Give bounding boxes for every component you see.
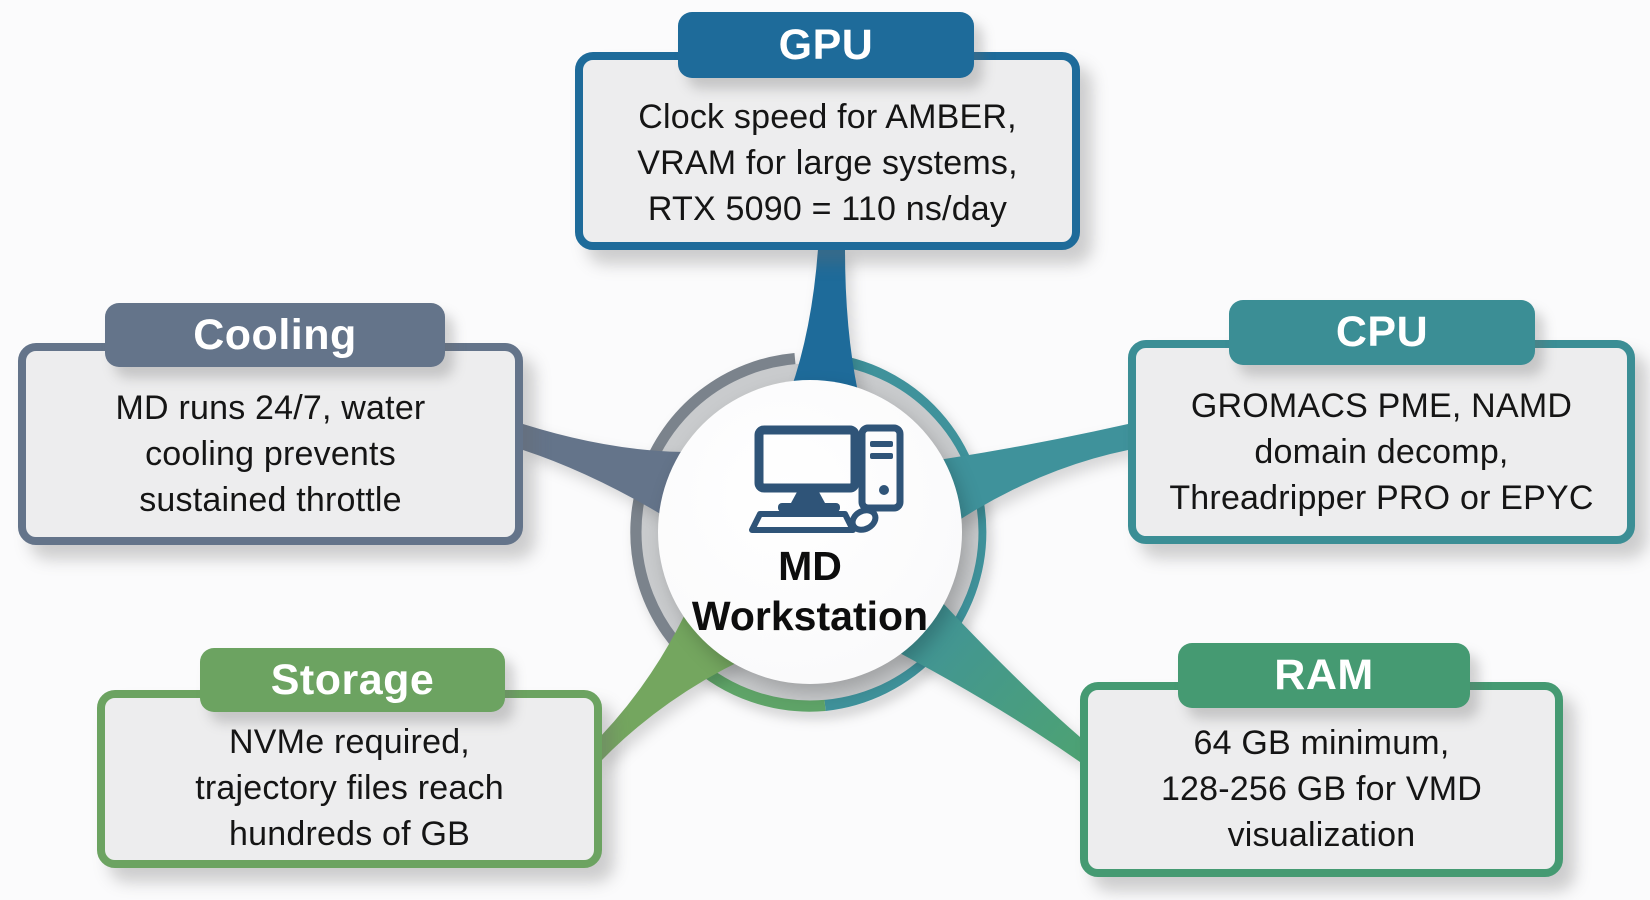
tower-icon bbox=[858, 424, 904, 512]
node-card-cooling: MD runs 24/7, water cooling prevents sus… bbox=[18, 343, 523, 545]
node-tab-ram: RAM bbox=[1178, 643, 1470, 708]
node-card-gpu: Clock speed for AMBER, VRAM for large sy… bbox=[575, 52, 1080, 250]
node-card-ram: 64 GB minimum, 128-256 GB for VMD visual… bbox=[1080, 682, 1563, 877]
cooling-spoke bbox=[523, 424, 690, 516]
hub-ring-teal-arc bbox=[824, 353, 987, 711]
tower-slot-2 bbox=[870, 453, 893, 459]
node-tab-cpu: CPU bbox=[1229, 300, 1535, 365]
node-label-gpu: GPU bbox=[778, 20, 874, 69]
tower-slot-1 bbox=[870, 441, 893, 447]
node-body-cooling: MD runs 24/7, water cooling prevents sus… bbox=[115, 389, 426, 519]
node-tab-cooling: Cooling bbox=[105, 303, 445, 367]
spokes bbox=[523, 249, 1128, 762]
hub-label: MD Workstation bbox=[691, 543, 929, 639]
node-label-cooling: Cooling bbox=[193, 310, 357, 359]
node-card-cpu: GROMACS PME, NAMD domain decomp, Threadr… bbox=[1128, 340, 1635, 544]
monitor-base-icon bbox=[778, 503, 840, 512]
node-label-storage: Storage bbox=[270, 655, 435, 704]
node-tab-gpu: GPU bbox=[678, 12, 974, 78]
ram-spoke bbox=[894, 600, 1080, 762]
node-body-ram: 64 GB minimum, 128-256 GB for VMD visual… bbox=[1160, 723, 1483, 854]
monitor-icon bbox=[754, 425, 860, 493]
desktop-computer-icon bbox=[749, 424, 904, 533]
gpu-spoke bbox=[790, 249, 858, 392]
node-body-cpu: GROMACS PME, NAMD domain decomp, Threadr… bbox=[1169, 387, 1594, 517]
keyboard-icon bbox=[749, 511, 856, 533]
monitor-stand-icon bbox=[791, 492, 825, 503]
node-tab-storage: Storage bbox=[200, 648, 505, 712]
node-label-cpu: CPU bbox=[1335, 308, 1429, 356]
node-label-ram: RAM bbox=[1274, 651, 1374, 699]
node-body-gpu: Clock speed for AMBER, VRAM for large sy… bbox=[637, 98, 1018, 228]
node-card-storage: NVMe required, trajectory files reach hu… bbox=[97, 690, 602, 868]
storage-spoke bbox=[600, 612, 742, 762]
node-body-storage: NVMe required, trajectory files reach hu… bbox=[195, 723, 504, 853]
mouse-icon bbox=[849, 507, 879, 533]
tower-power-dot bbox=[879, 485, 889, 495]
cpu-spoke bbox=[938, 424, 1128, 522]
